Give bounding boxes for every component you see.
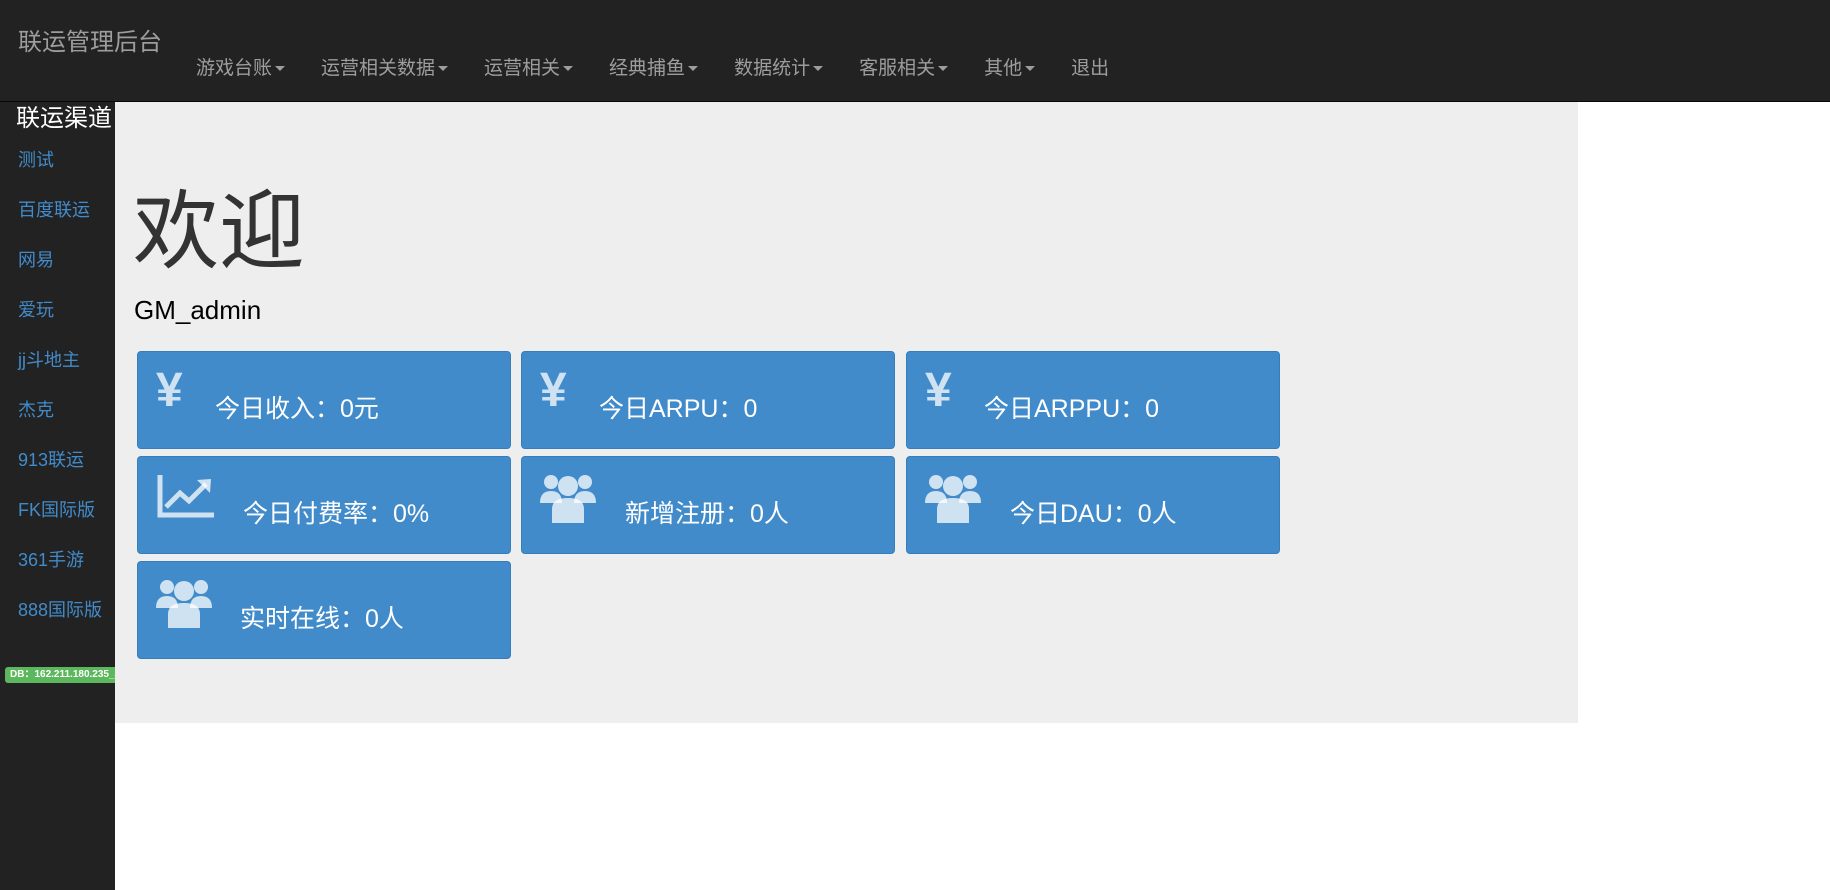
trend-chart-icon: [156, 471, 216, 526]
menu-classic-fishing[interactable]: 经典捕鱼: [591, 56, 716, 82]
menu-game-ledger[interactable]: 游戏台账: [178, 56, 303, 82]
menu-operations-data[interactable]: 运营相关数据: [303, 56, 466, 82]
sidebar-item-888-international[interactable]: 888国际版: [18, 600, 103, 620]
chevron-down-icon: [1025, 66, 1036, 72]
sidebar: 联运渠道 测试 百度联运 网易 爱玩 jj斗地主 杰克 913联运 FK国际版 …: [0, 102, 115, 890]
sidebar-item-jj-doudizhu[interactable]: jj斗地主: [18, 350, 80, 370]
chevron-down-icon: [813, 66, 824, 72]
menu-label: 其他: [984, 58, 1023, 79]
menu-statistics[interactable]: 数据统计: [716, 56, 841, 82]
chevron-down-icon: [438, 66, 449, 72]
menu-label: 运营相关: [484, 58, 561, 79]
menu-logout[interactable]: 退出: [1053, 56, 1127, 82]
menu-customer-service[interactable]: 客服相关: [841, 56, 966, 82]
stat-card-today-revenue: ¥ 今日收入：0元: [137, 351, 511, 449]
menu-label: 经典捕鱼: [609, 58, 686, 79]
menu-label: 运营相关数据: [321, 58, 436, 79]
sidebar-item-aiwan[interactable]: 爱玩: [18, 300, 54, 320]
sidebar-item-netease[interactable]: 网易: [18, 250, 54, 270]
sidebar-item-test[interactable]: 测试: [18, 150, 54, 170]
sidebar-item-jack[interactable]: 杰克: [18, 400, 54, 420]
yen-icon: ¥: [540, 364, 567, 417]
stat-label: 新增注册：0人: [625, 500, 789, 528]
menu-label: 游戏台账: [196, 58, 273, 79]
stat-label: 今日ARPU：0: [599, 395, 758, 423]
stat-label: 今日付费率：0%: [243, 500, 430, 528]
stat-card-online-now: 实时在线：0人: [137, 561, 511, 659]
yen-icon: ¥: [925, 364, 952, 417]
welcome-panel: 欢迎 GM_admin ¥ 今日收入：0元 ¥ 今日ARPU：0 ¥ 今日ARP…: [115, 102, 1578, 723]
sidebar-item-baidu[interactable]: 百度联运: [18, 200, 90, 220]
stat-card-pay-rate: 今日付费率：0%: [137, 456, 511, 554]
menu-operations[interactable]: 运营相关: [466, 56, 591, 82]
sidebar-item-fk-international[interactable]: FK国际版: [18, 500, 96, 520]
menu-label: 客服相关: [859, 58, 936, 79]
chevron-down-icon: [938, 66, 949, 72]
chevron-down-icon: [688, 66, 699, 72]
stat-label: 实时在线：0人: [240, 605, 404, 633]
chevron-down-icon: [275, 66, 286, 72]
sidebar-title: 联运渠道: [16, 105, 112, 132]
stat-card-today-arppu: ¥ 今日ARPPU：0: [906, 351, 1280, 449]
stat-card-today-arpu: ¥ 今日ARPU：0: [521, 351, 895, 449]
channel-list: 测试 百度联运 网易 爱玩 jj斗地主 杰克 913联运 FK国际版 361手游…: [0, 142, 115, 622]
top-navbar: 联运管理后台 游戏台账 运营相关数据 运营相关 经典捕鱼 数据统计 客服相关 其…: [0, 0, 1830, 102]
brand-title[interactable]: 联运管理后台: [18, 29, 162, 56]
yen-icon: ¥: [156, 364, 183, 417]
stat-card-new-registrations: 新增注册：0人: [521, 456, 895, 554]
stat-label: 今日收入：0元: [215, 395, 379, 423]
menu-label: 数据统计: [734, 58, 811, 79]
stat-card-today-dau: 今日DAU：0人: [906, 456, 1280, 554]
username: GM_admin: [134, 295, 262, 325]
sidebar-item-361[interactable]: 361手游: [18, 550, 85, 570]
users-icon: [925, 471, 981, 528]
menu-other[interactable]: 其他: [966, 56, 1053, 82]
main-menu: 游戏台账 运营相关数据 运营相关 经典捕鱼 数据统计 客服相关 其他 退出: [178, 56, 1127, 82]
users-icon: [540, 471, 596, 528]
menu-label: 退出: [1071, 58, 1110, 79]
stat-label: 今日DAU：0人: [1010, 500, 1177, 528]
chevron-down-icon: [563, 66, 574, 72]
sidebar-item-913[interactable]: 913联运: [18, 450, 85, 470]
welcome-heading: 欢迎: [133, 184, 305, 280]
users-icon: [156, 576, 212, 633]
stat-label: 今日ARPPU：0: [984, 395, 1160, 423]
